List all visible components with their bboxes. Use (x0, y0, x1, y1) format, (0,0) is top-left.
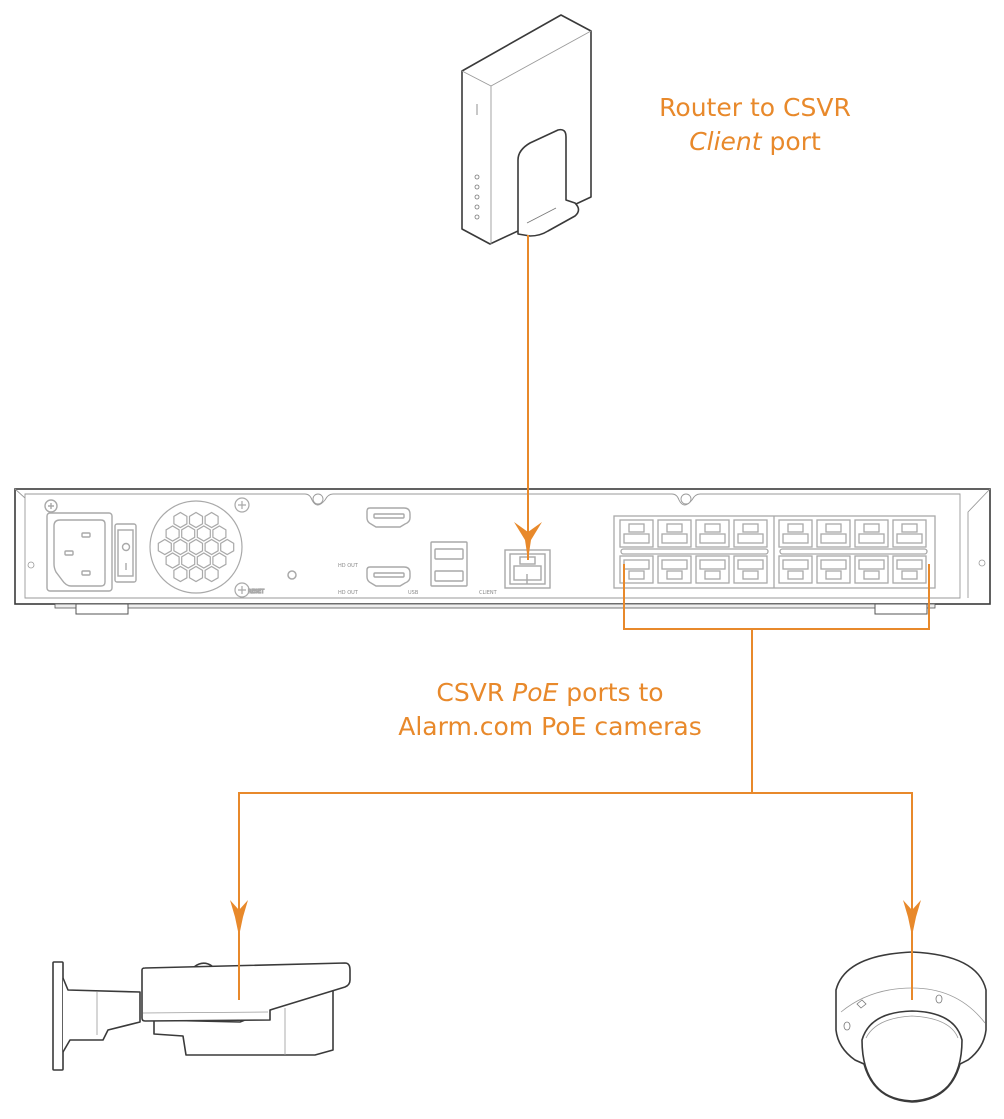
poe-port-icon (733, 519, 768, 548)
poe-label-line2: Alarm.com PoE cameras (398, 712, 702, 741)
poe-port-icon (816, 555, 851, 584)
arrowhead-bullet-icon (230, 900, 248, 936)
poe-port-icon (657, 519, 692, 548)
usb-ports-icon (430, 541, 468, 587)
poe-port-icon (892, 519, 927, 548)
poe-port-icon (619, 519, 654, 548)
poe-label-end: ports to (558, 678, 664, 707)
fan-hex-cell (212, 525, 227, 542)
poe-port-icon (854, 519, 889, 548)
poe-port-icon (854, 555, 889, 584)
arrowhead-dome-icon (903, 900, 921, 936)
reset-label: RESET (248, 589, 265, 595)
poe-port-icon (695, 519, 730, 548)
router-label-port: port (761, 127, 821, 156)
fan-hex-cell (173, 511, 188, 529)
poe-port-icon (657, 555, 692, 584)
poe-port-icon (892, 555, 927, 584)
power-inlet-icon (44, 499, 113, 592)
fan-hex-cell (188, 511, 204, 529)
fan-hex-cell (188, 565, 204, 583)
reset-button-icon (287, 570, 297, 580)
fan-hex-cell (181, 525, 196, 542)
poe-to-bullet-line (238, 629, 753, 1000)
poe-label-italic: PoE (512, 678, 559, 707)
dome-camera-illustration (835, 951, 987, 1103)
fan-hex-cell (204, 565, 219, 583)
fan-grille-icon: RESET (149, 497, 266, 598)
arrowhead-client-icon (514, 522, 542, 560)
poe-port-icon (733, 555, 768, 584)
router-illustration (461, 14, 592, 245)
fan-hex-cell (165, 525, 180, 542)
poe-port-bank (613, 515, 936, 589)
connection-lines (238, 235, 930, 1000)
poe-led-strip (779, 548, 928, 555)
poe-port-icon (695, 555, 730, 584)
power-switch-icon (114, 523, 137, 583)
poe-to-cameras-label: CSVR PoE ports to Alarm.com PoE cameras (340, 676, 760, 744)
fan-hex-cell (188, 538, 204, 556)
fan-hex-cell (173, 538, 188, 556)
fan-hex-cell (196, 525, 211, 542)
fan-hex-cell (196, 552, 211, 569)
hdmi-ports-icon (366, 507, 411, 587)
hdmi-top-label: HD OUT (338, 563, 359, 569)
poe-label-start: CSVR (436, 678, 513, 707)
fan-hex-cell (165, 552, 180, 569)
poe-led-strip (620, 548, 769, 555)
fan-hex-cell (220, 538, 235, 556)
poe-ports-bracket (623, 564, 930, 630)
bullet-camera-illustration (52, 961, 351, 1071)
fan-hex-cell (212, 552, 227, 569)
poe-port-icon (778, 519, 813, 548)
fan-hex-cell (181, 552, 196, 569)
fan-hex-cell (204, 538, 219, 556)
usb-label: USB (408, 590, 419, 596)
hdmi-bottom-label: HD OUT (338, 590, 359, 596)
fan-hex-cell (204, 511, 219, 529)
poe-port-icon (816, 519, 851, 548)
poe-port-icon (619, 555, 654, 584)
fan-hex-cell (157, 538, 172, 556)
router-label-client: Client (689, 127, 762, 156)
client-label: CLIENT (479, 590, 498, 596)
fan-hex-cell (173, 565, 188, 583)
router-label-line1: Router to CSVR (659, 93, 851, 122)
poe-port-icon (778, 555, 813, 584)
csvr-nvr-back-panel: RESET HD OUT HD OUT USB CLIENT (14, 488, 991, 615)
router-to-client-label: Router to CSVR Client port (620, 91, 890, 159)
